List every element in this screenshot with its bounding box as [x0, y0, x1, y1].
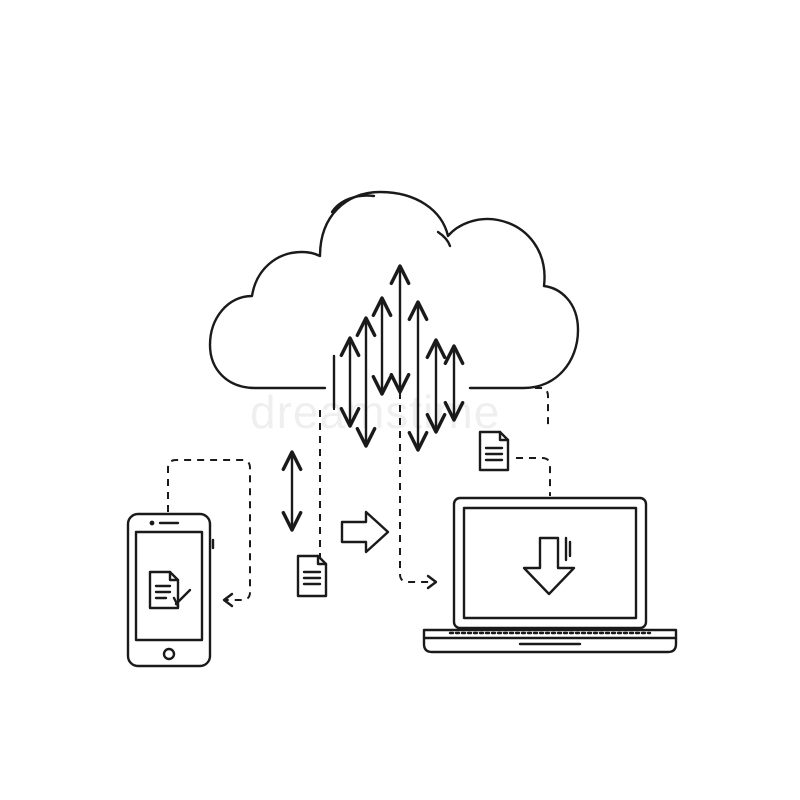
laptop-connector-top2: [516, 457, 551, 496]
laptop-connector-bottom: [399, 392, 438, 590]
cloud-icon: [208, 190, 580, 390]
laptop-connector-top: [470, 387, 549, 428]
document-edit-icon: [148, 570, 192, 610]
document-icon-top: [478, 430, 510, 472]
document-icon: [296, 554, 328, 598]
data-transfer-arrows: [332, 264, 465, 452]
right-arrow-icon: [340, 510, 390, 554]
download-arrow-icon: [522, 536, 576, 596]
watermark-text: dreamstime: [250, 386, 501, 438]
phone-connector: [167, 459, 251, 608]
